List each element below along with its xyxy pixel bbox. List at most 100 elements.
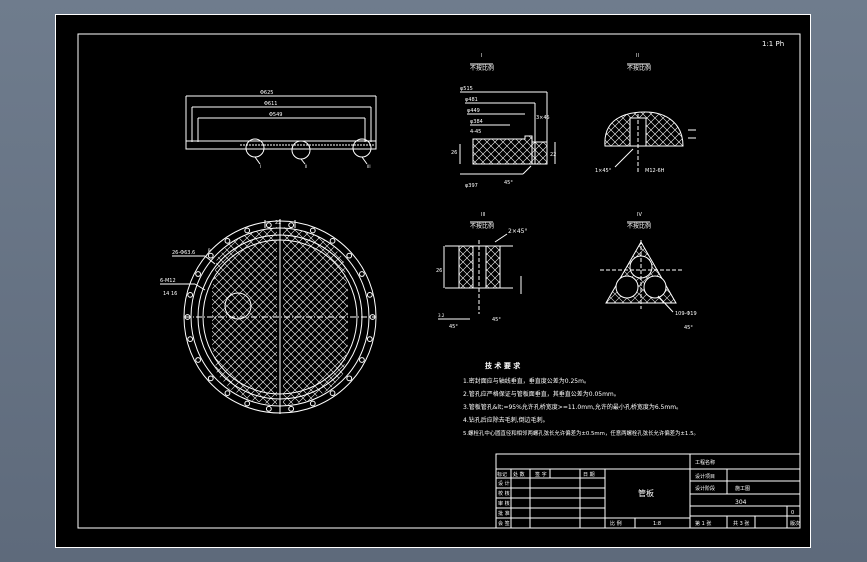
section-dim: Φ611 [264, 101, 277, 107]
bolt-hole [366, 291, 373, 298]
version-value: 0 [791, 510, 794, 516]
detail-dim: φ397 [465, 183, 478, 189]
project-label: 工程名称 [695, 459, 715, 466]
detail-III: III 不按比例 2×45° 26 3.2 45° 45° [436, 212, 527, 330]
cad-viewport[interactable]: 1:1 Ph Φ625 Φ611 Φ549 I II III [55, 14, 811, 548]
design-stage-label: 设计阶段 [695, 485, 715, 492]
section-label: III [367, 164, 371, 169]
bolt-hole [359, 271, 365, 277]
bolt-hole [309, 400, 316, 407]
plan-view: 22 26-Φ63.6 6-M12 14 16 P [160, 219, 377, 414]
bolt-hole [359, 357, 365, 363]
bolt-hole [195, 357, 201, 363]
tech-item: 2.管孔应严格保证与管板面垂直，其垂直公差为0.05mm。 [463, 390, 620, 398]
bolt-hole [187, 336, 194, 343]
section-dim: Φ625 [260, 90, 273, 96]
title-header: 处 数 [513, 471, 525, 478]
detail-dim: 26 [451, 150, 457, 156]
corner-tag: 1:1 Ph [762, 40, 784, 48]
detail-dim: 109-Φ19 [675, 311, 697, 317]
scale-label: 比 例 [610, 520, 622, 527]
detail-dim: 45° [492, 317, 501, 323]
view-letter: II [636, 53, 639, 59]
tech-item: 4.钻孔后应除去毛刺,倒边毛刺。 [463, 416, 549, 424]
detail-dim: φ449 [467, 108, 480, 114]
bolt-hole [346, 375, 353, 382]
view-letter: I [481, 53, 482, 59]
bolt-hole [244, 227, 251, 234]
detail-dim: M12-6H [645, 168, 665, 174]
design-project: 设计项目 [695, 473, 715, 480]
view-scale: 不按比例 [627, 64, 651, 72]
detail-dim: 22 [550, 152, 556, 158]
detail-dim: 2×45° [508, 228, 527, 235]
bolt-hole [224, 390, 231, 397]
tech-item: 1.密封面应与轴线垂直，垂直度公差为0.25m。 [463, 377, 590, 385]
section-label: I [260, 164, 261, 169]
bolt-hole [207, 375, 214, 382]
section-view: Φ625 Φ611 Φ549 I II III [185, 90, 377, 169]
detail-dim: 3×45 [536, 115, 550, 121]
bolt-hole [265, 222, 272, 229]
title-header: 签 字 [535, 471, 547, 478]
tech-requirements: 技 术 要 求 1.密封面应与轴线垂直，垂直度公差为0.25m。 2.管孔应严格… [463, 361, 699, 437]
bolt-hole [346, 252, 353, 259]
title-header: 日 期 [583, 472, 595, 478]
bolt-hole [195, 271, 201, 277]
plan-dim: 26-Φ63.6 [172, 250, 195, 256]
detail-dim: 45° [449, 324, 458, 330]
drawing-sheet: 1:1 Ph Φ625 Φ611 Φ549 I II III [55, 14, 811, 548]
detail-dim: φ384 [470, 119, 483, 125]
detail-dim: 4-45 [470, 129, 481, 135]
tech-item: 5.螺栓孔中心圆直径和相邻两螺孔弦长允许偏差为±0.5mm，任意两螺栓孔弦长允许… [463, 429, 699, 437]
detail-dim: 45° [504, 180, 513, 186]
frame-border [77, 33, 801, 529]
title-row: 审 核 [498, 500, 510, 507]
design-stage: 施工图 [735, 485, 750, 492]
sheet-number: 第 1 张 [695, 520, 711, 527]
detail-dim: 3.2 [438, 313, 445, 318]
detail-IV: IV 不按比例 109-Φ19 45° [600, 212, 697, 331]
bolt-hole [265, 405, 272, 412]
plan-dim: 22 [275, 220, 281, 226]
bolt-hole [309, 227, 316, 234]
detail-dim: φ515 [460, 86, 473, 92]
detail-dim: 1×45° [595, 168, 612, 174]
title-row: 批 准 [498, 510, 510, 517]
section-label: II [305, 164, 307, 169]
title-row: 设 计 [498, 480, 510, 487]
title-row: 会 签 [498, 520, 510, 527]
bolt-hole [224, 237, 231, 244]
view-letter: III [481, 212, 485, 218]
plan-dim: 14 16 [163, 291, 177, 297]
bolt-hole [329, 390, 336, 397]
view-scale: 不按比例 [470, 64, 494, 72]
scale-value: 1:8 [653, 521, 661, 527]
detail-I: I 不按比例 φ515 φ481 φ449 φ384 4-45 φ397 3×4… [451, 53, 556, 189]
detail-dim: φ481 [465, 97, 478, 103]
bolt-hole [288, 405, 295, 412]
tech-item: 3.管板管孔&lt;=95%允许孔桥宽度>=11.0mm,允许的最小孔桥宽度为6… [463, 403, 682, 411]
plan-label: P [208, 248, 211, 253]
sheet-total: 共 3 张 [733, 520, 749, 527]
title-block: 标记 处 数 签 字 日 期 设 计 校 核 审 核 批 准 会 签 管板 比 … [495, 453, 801, 529]
section-dim: Φ549 [269, 112, 282, 118]
view-letter: IV [637, 212, 642, 218]
bolt-hole [288, 222, 295, 229]
bolt-hole [329, 237, 336, 244]
detail-dim: 45° [684, 325, 693, 331]
detail-II: II 不按比例 1×45° M12-6H [595, 53, 696, 174]
tech-title: 技 术 要 求 [485, 361, 521, 370]
view-scale: 不按比例 [470, 222, 494, 230]
bolt-hole [244, 400, 251, 407]
material: 304 [735, 499, 747, 506]
detail-dim: 26 [436, 268, 442, 274]
title-header: 标记 [497, 471, 507, 478]
title-row: 校 核 [498, 490, 510, 497]
drawing-name: 管板 [638, 488, 654, 498]
plan-dim: 6-M12 [160, 278, 176, 284]
bolt-hole [207, 252, 214, 259]
view-scale: 不按比例 [627, 222, 651, 230]
bolt-hole [187, 291, 194, 298]
bolt-hole [366, 336, 373, 343]
